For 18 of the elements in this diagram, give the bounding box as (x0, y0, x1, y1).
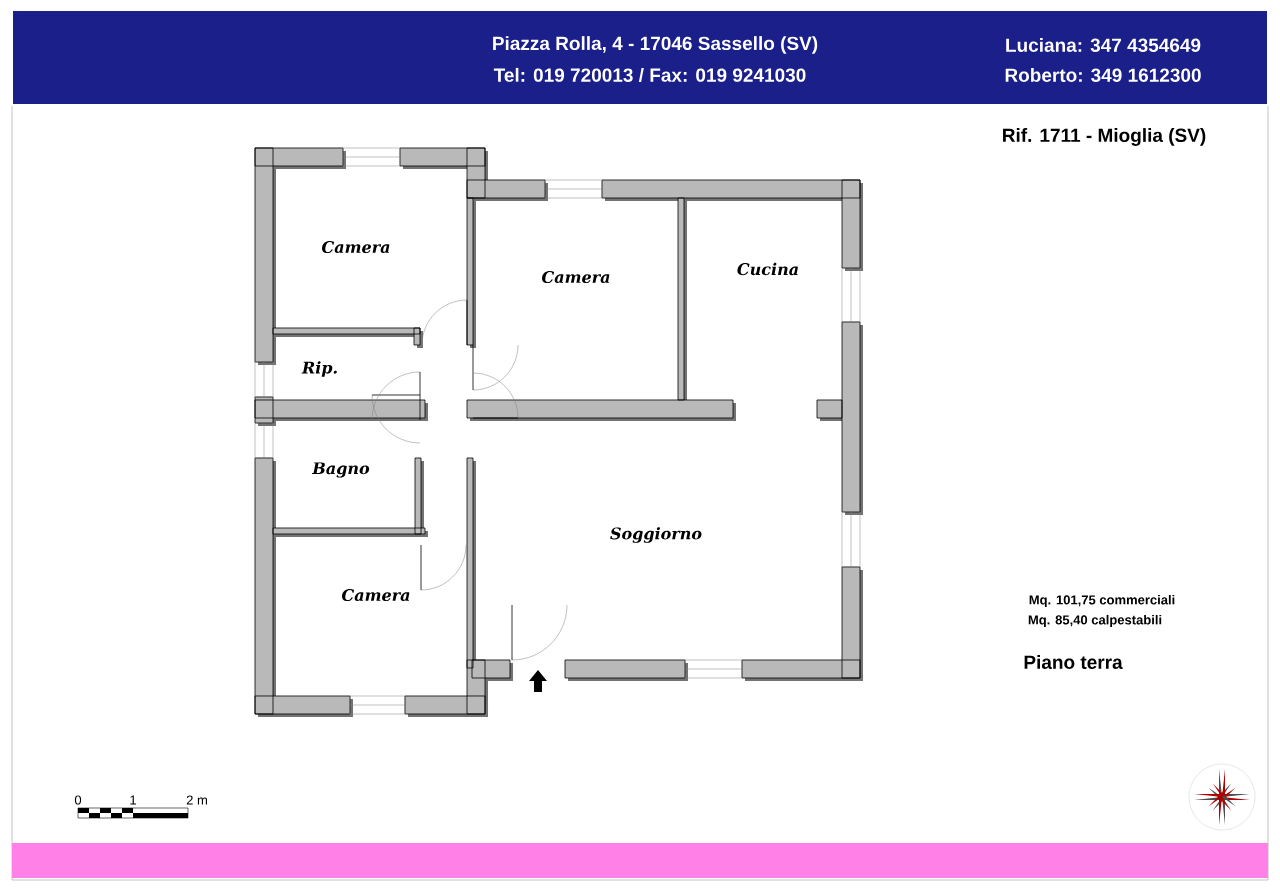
header-text: Roberto: 349 1612300 (1005, 68, 1201, 82)
reference-text: Rif. 1711 - Mioglia (SV) (1003, 128, 1206, 146)
room-label: Bagno (311, 462, 370, 478)
area-text: Mq. 85,40 calpestabili (1028, 614, 1162, 628)
header-text: Tel: 019 720013 / Fax: 019 9241030 (493, 67, 806, 83)
scale-number: 2 m (186, 795, 207, 805)
header-text: Piazza Rolla, 4 - 17046 Sassello (SV) (493, 36, 818, 54)
scale-number: 1 (130, 795, 136, 805)
scale-number: 0 (74, 795, 82, 805)
room-label: Rip. (301, 361, 337, 377)
room-label: Soggiorno (610, 527, 702, 543)
area-text: Mq. 101,75 commerciali (1029, 594, 1175, 608)
room-label: Camera (322, 240, 390, 254)
room-label: Camera (542, 270, 610, 284)
floor-label: Piano terra (1024, 655, 1123, 669)
room-label: Camera (342, 588, 410, 602)
header-text: Luciana: 347 4354649 (1006, 38, 1201, 52)
room-label: Cucina (737, 262, 798, 276)
